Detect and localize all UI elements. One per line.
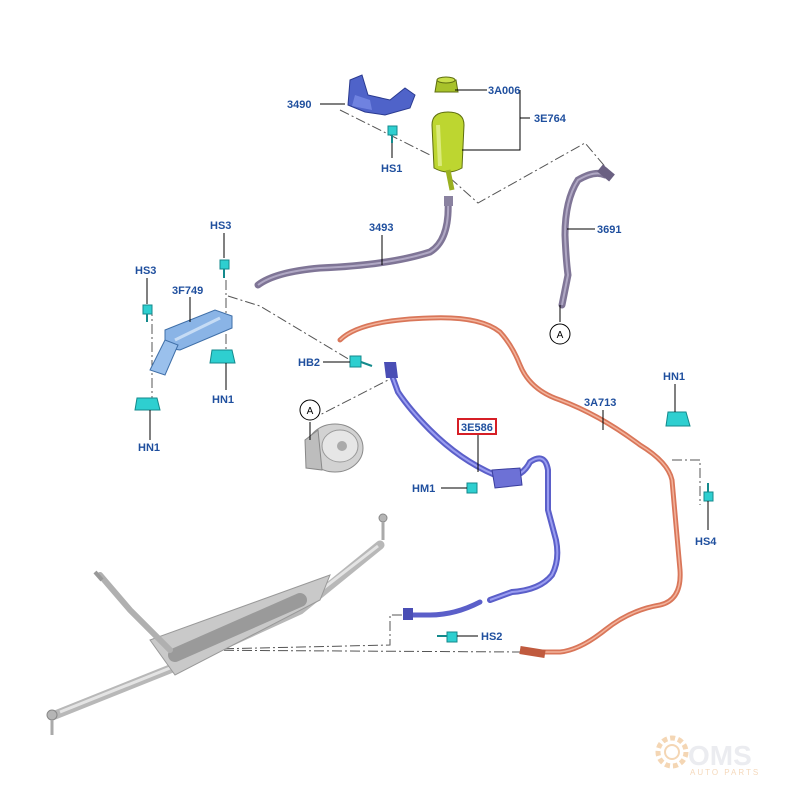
reference-a-top: A (549, 305, 571, 345)
label-3F749: 3F749 (172, 285, 203, 297)
power-steering-pump (304, 423, 364, 473)
part-labels: 3490 HS1 3A006 3E764 3493 3691 HS3 HS3 3… (135, 85, 717, 643)
pressure-hose-3E586 (384, 362, 561, 620)
clip-hs1 (387, 125, 398, 143)
steering-rack (46, 513, 388, 735)
label-hn1-right: HN1 (663, 371, 685, 383)
pressure-line-3A713 (337, 315, 683, 658)
label-3A006: 3A006 (488, 85, 520, 97)
ref-a-pump-text: A (307, 406, 314, 417)
reference-a-pump: A (299, 399, 321, 440)
clip-hb2 (349, 355, 373, 368)
watermark-logo: OMS AUTO PARTS (655, 735, 760, 777)
label-hs4: HS4 (695, 536, 717, 548)
watermark-brand: OMS (688, 740, 752, 771)
clip-hn1-left (134, 397, 161, 411)
label-hs1: HS1 (381, 163, 402, 175)
fastener-clips (134, 125, 714, 643)
label-3490: 3490 (287, 99, 311, 111)
clip-hm1 (466, 482, 478, 494)
label-hb2: HB2 (298, 357, 320, 369)
label-hs3-left: HS3 (135, 265, 156, 277)
label-hs3-upper: HS3 (210, 220, 231, 232)
label-3691: 3691 (597, 224, 621, 236)
suction-hose (254, 196, 453, 289)
clip-hs4 (703, 483, 714, 502)
return-hose (558, 164, 615, 309)
gear-icon (655, 735, 689, 769)
clip-hn1-right (665, 411, 691, 427)
label-hn1-mid: HN1 (212, 394, 234, 406)
label-3A713: 3A713 (584, 397, 616, 409)
watermark-tagline: AUTO PARTS (690, 768, 760, 777)
clip-hs3b (142, 304, 153, 322)
leader-lines (146, 89, 709, 637)
assembly-dash-lines (151, 109, 701, 653)
ref-a-top-text: A (557, 330, 564, 341)
label-3E764: 3E764 (534, 113, 567, 125)
clip-hs2 (437, 631, 458, 643)
fluid-reservoir (431, 76, 465, 191)
label-3E586: 3E586 (461, 422, 493, 434)
label-hs2: HS2 (481, 631, 502, 643)
clip-hn1-mid (209, 349, 236, 364)
clip-hs3 (219, 259, 230, 278)
label-hn1-left: HN1 (138, 442, 160, 454)
hose-bracket (149, 309, 233, 376)
label-3493: 3493 (369, 222, 393, 234)
highlight-box-3E586 (457, 418, 497, 435)
reservoir-bracket (347, 74, 416, 116)
label-hm1: HM1 (412, 483, 435, 495)
